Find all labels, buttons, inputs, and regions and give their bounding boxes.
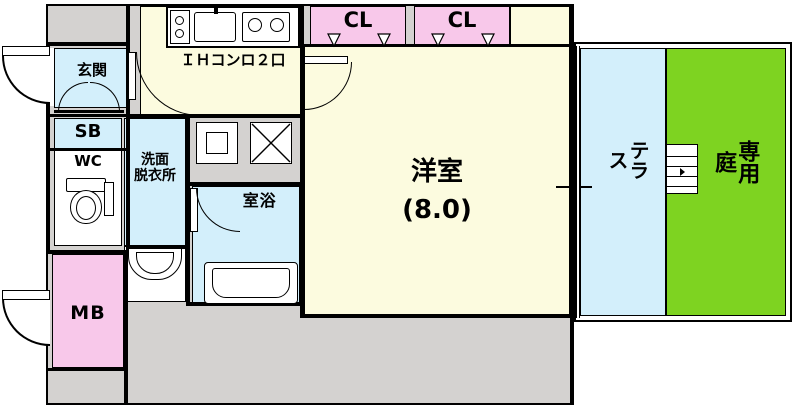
genkan-threshold — [54, 110, 124, 113]
wall-horiz-mb-top — [46, 250, 128, 254]
mb-door-panel — [2, 290, 50, 300]
closet-1-door-marks — [310, 33, 406, 48]
wall-horiz-wc-top — [50, 148, 128, 151]
wall-vert-bath-left — [186, 118, 190, 306]
stair-step-2 — [666, 166, 698, 167]
hall-door-panel — [128, 52, 136, 100]
senmen-area — [124, 118, 186, 246]
stair-step-1 — [666, 156, 698, 157]
room-upper-strip — [510, 6, 570, 46]
stair-arrow — [680, 168, 685, 176]
label-garden: 専用 庭 — [711, 140, 760, 184]
toilet-seat — [76, 196, 96, 220]
bath-door-panel — [190, 188, 198, 232]
wall-horiz-kitchen-bottom — [126, 114, 304, 118]
mb-area — [52, 254, 124, 368]
sink-basin — [194, 12, 236, 42]
bath-tub-inner — [212, 268, 290, 298]
wall-vert-mb-right — [124, 250, 128, 405]
terrace-area — [580, 48, 666, 316]
stair-step-3 — [666, 176, 698, 177]
wall-horiz-utility-bottom — [126, 246, 188, 249]
ih-burner-1 — [248, 18, 262, 32]
label-terrace: テラ ス — [605, 140, 650, 180]
kitchen-left-knob-1 — [175, 16, 184, 25]
washer-drum — [206, 132, 228, 154]
closet-1-area — [310, 6, 406, 46]
sink-faucet — [214, 8, 218, 14]
sb-area — [54, 118, 122, 150]
label-youshitsu: 洋室 — [410, 157, 463, 187]
label-sb: SB — [74, 121, 102, 142]
wall-horiz-bath-bottom — [186, 302, 304, 306]
wall-vert-room-left — [300, 114, 304, 318]
wall-vert-left-core — [126, 4, 130, 254]
label-closet-1: CL — [343, 8, 373, 32]
terrace-window-left — [576, 46, 580, 318]
sliding-door-rail-vert — [574, 176, 576, 198]
stair-step-4 — [666, 186, 698, 187]
wall-horiz-genkan-top — [46, 42, 128, 46]
label-youshitsu-size: (8.0) — [402, 195, 472, 225]
closet-2-area — [414, 6, 510, 46]
label-senmen: 洗面 脱衣所 — [134, 152, 176, 184]
toilet-side-bar — [104, 182, 114, 216]
ih-burner-2 — [270, 18, 284, 32]
wall-horiz-sb-top — [50, 114, 128, 117]
kitchen-left-knob-2 — [175, 29, 184, 38]
wall-horiz-bath-top — [186, 182, 304, 186]
label-yokushitsu: 浴 室 — [239, 192, 276, 208]
youshitsu-area — [304, 46, 570, 318]
label-kitchen: ＩＨコンロ２口 — [180, 51, 286, 69]
wall-vert-building-right — [570, 4, 574, 405]
label-genkan: 玄関 — [76, 61, 107, 79]
label-wc: WC — [74, 152, 102, 170]
label-closet-2: CL — [447, 8, 477, 32]
wall-vert-kitchen-right — [300, 4, 304, 118]
wall-horiz-mb-bottom — [46, 368, 128, 371]
wall-vert-genkan-left — [46, 42, 50, 254]
utility-square-x-icon — [251, 123, 291, 163]
closet-2-door-marks — [414, 33, 510, 48]
label-mb: MB — [70, 302, 106, 324]
wall-horiz-room-bottom — [300, 314, 574, 318]
entrance-door-panel — [2, 46, 50, 56]
